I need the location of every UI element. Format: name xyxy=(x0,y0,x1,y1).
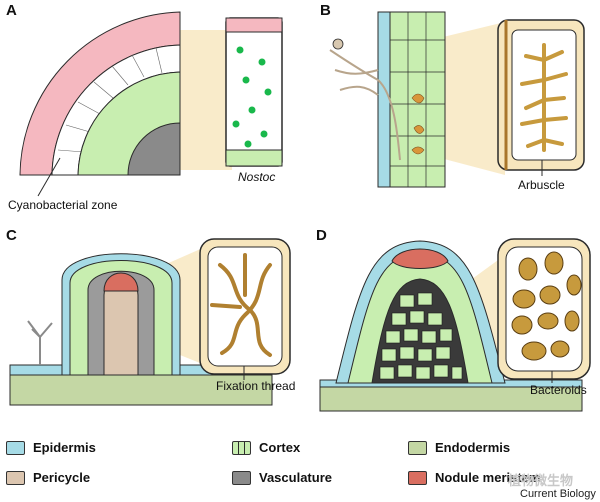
c-nodule-meristem xyxy=(103,272,139,292)
c-nodule-pericycle xyxy=(103,281,139,376)
d-base-cortex xyxy=(319,386,583,412)
legend-swatch-endodermis xyxy=(408,440,427,455)
panel-b: B Arbu xyxy=(300,0,600,225)
footer-journal: Current Biology xyxy=(520,488,596,500)
b-arbuscule-branches xyxy=(520,43,568,152)
a-inset-green-band xyxy=(225,149,283,167)
a-inset-caption: Nostoc xyxy=(238,170,276,184)
d-nodule-meristem xyxy=(391,248,449,269)
panel-d: D xyxy=(300,225,600,420)
c-root-hair xyxy=(27,320,53,365)
panel-c: C Fixation thread xyxy=(0,225,300,420)
a-caption-pointer xyxy=(37,157,61,197)
a-vasculature xyxy=(127,122,181,176)
a-inset-pink-band xyxy=(225,17,283,33)
a-nostoc-dots xyxy=(232,46,272,148)
panel-b-illustration xyxy=(329,11,585,188)
d-infected-cells xyxy=(379,292,463,380)
d-bacteroids xyxy=(511,251,582,361)
panel-a: A Cyanobac xyxy=(0,0,300,225)
b-cortex-cell-walls xyxy=(390,12,445,187)
b-spore xyxy=(332,38,344,50)
panel-a-label: A xyxy=(6,2,17,19)
legend-swatch-nodule-meristem xyxy=(408,470,427,485)
b-caption: Arbuscle xyxy=(518,178,565,192)
c-base-cortex xyxy=(9,374,273,406)
panel-d-illustration xyxy=(319,238,591,412)
c-caption: Fixation thread xyxy=(216,379,296,393)
legend-swatch-cortex xyxy=(232,440,251,455)
a-radial-lines xyxy=(57,47,163,153)
legend-item-vasculature: Vasculature xyxy=(232,470,332,485)
legend-item-nodule-meristem: Nodule meristem xyxy=(408,470,540,485)
legend-label-cortex: Cortex xyxy=(259,440,301,455)
legend-swatch-pericycle xyxy=(6,470,25,485)
legend-label-endodermis: Endodermis xyxy=(435,440,511,455)
panel-b-label: B xyxy=(320,2,331,19)
a-caption: Cyanobacterial zone xyxy=(8,198,118,212)
legend-swatch-vasculature xyxy=(232,470,251,485)
legend-item-cortex: Cortex xyxy=(232,440,300,455)
watermark-text: 植物微生物 xyxy=(508,473,574,488)
legend-item-pericycle: Pericycle xyxy=(6,470,90,485)
c-fixation-threads xyxy=(210,253,272,357)
panel-c-label: C xyxy=(6,227,17,244)
legend-label-epidermis: Epidermis xyxy=(33,440,96,455)
d-caption: Bacteroids xyxy=(530,383,587,397)
b-arbuscule-blobs xyxy=(411,93,425,155)
legend-item-endodermis: Endodermis xyxy=(408,440,510,455)
b-epidermis-strip xyxy=(377,11,391,188)
legend-label-nodule-meristem: Nodule meristem xyxy=(435,470,541,485)
panel-d-label: D xyxy=(316,227,327,244)
panel-a-illustration xyxy=(19,11,283,197)
legend-swatch-epidermis xyxy=(6,440,25,455)
a-inset-box xyxy=(225,17,283,167)
legend-label-pericycle: Pericycle xyxy=(33,470,91,485)
b-hyphae xyxy=(329,49,401,161)
panel-c-illustration xyxy=(9,238,291,406)
legend-item-epidermis: Epidermis xyxy=(6,440,96,455)
legend-label-vasculature: Vasculature xyxy=(259,470,332,485)
